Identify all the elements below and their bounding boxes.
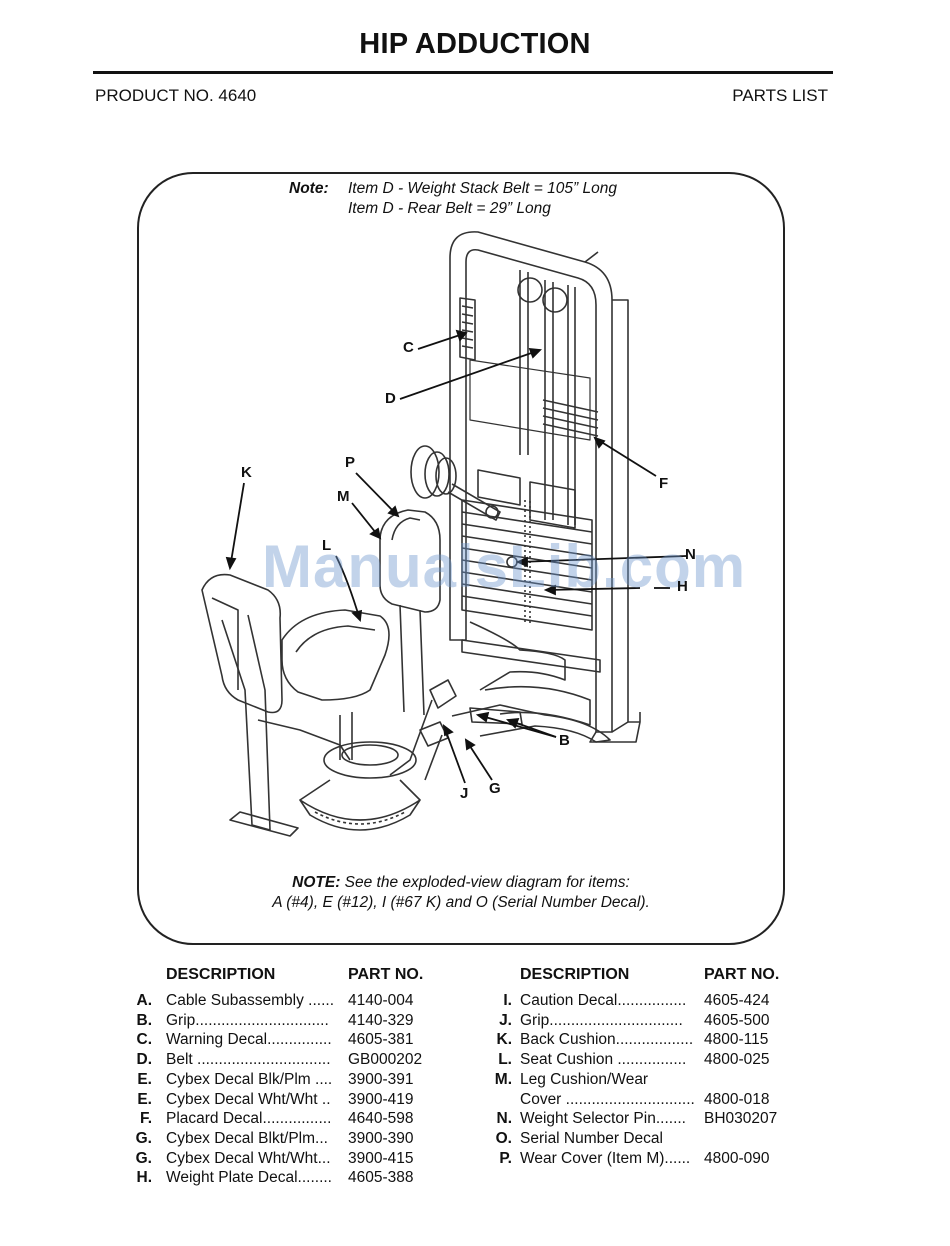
part-description: Back Cushion.................. [520, 1031, 694, 1049]
section-label: PARTS LIST [732, 86, 828, 105]
note-top-label: Note: [289, 180, 329, 197]
part-number: 4605-381 [348, 1031, 414, 1049]
arrow-j [443, 725, 466, 784]
part-letter: B. [136, 1011, 153, 1029]
part-letter: L. [498, 1051, 512, 1069]
part-description: Caution Decal................ [520, 992, 687, 1009]
product-number: PRODUCT NO. 4640 [95, 86, 257, 105]
part-description: Grip............................... [520, 1011, 683, 1029]
part-description: Cover .............................. [520, 1090, 695, 1108]
arrow-k [229, 482, 245, 569]
part-description: Seat Cushion ................ [520, 1051, 687, 1069]
part-description: Serial Number Decal [520, 1129, 663, 1147]
part-number: 4605-424 [704, 992, 770, 1009]
note-bottom: NOTE: See the exploded-view diagram for … [137, 873, 785, 913]
part-letter: E. [137, 1070, 152, 1088]
part-letter: J. [499, 1011, 512, 1029]
arrow-d [399, 349, 541, 400]
part-letter: I. [503, 992, 512, 1009]
callout-k: K [241, 464, 252, 481]
part-number: BH030207 [704, 1110, 778, 1128]
part-description: Belt ............................... [166, 1051, 331, 1069]
callout-l: L [322, 537, 332, 554]
left-col-description-header: DESCRIPTION [166, 966, 276, 983]
callout-p: P [345, 454, 356, 471]
part-description: Cybex Decal Blkt/Plm... [166, 1129, 328, 1147]
part-letter: N. [496, 1110, 513, 1128]
note-top-line2: Item D - Rear Belt = 29” Long [348, 200, 551, 217]
part-letter: C. [136, 1031, 153, 1049]
title-rule [93, 71, 833, 74]
part-description: Weight Selector Pin....... [520, 1110, 686, 1128]
part-description: Cable Subassembly ...... [166, 992, 334, 1009]
part-number: GB000202 [348, 1051, 423, 1069]
part-number: 4640-598 [348, 1110, 414, 1128]
part-description: Warning Decal............... [166, 1031, 332, 1049]
part-description: Weight Plate Decal........ [166, 1169, 332, 1187]
part-number: 3900-390 [348, 1129, 414, 1147]
note-bottom-line2: A (#4), E (#12), I (#67 K) and O (Serial… [272, 894, 650, 911]
arrow-h [545, 587, 641, 591]
callout-f: F [659, 475, 669, 492]
part-number: 4605-388 [348, 1169, 414, 1187]
part-letter: O. [495, 1129, 512, 1147]
part-letter: M. [494, 1070, 512, 1088]
callout-n: N [685, 546, 696, 563]
part-letter: K. [496, 1031, 513, 1049]
part-letter: P. [499, 1149, 512, 1167]
callout-g: G [489, 780, 501, 797]
part-number: 4140-004 [348, 992, 414, 1009]
part-letter: F. [139, 1110, 152, 1128]
part-number: 4800-025 [704, 1051, 770, 1069]
part-number: 3900-391 [348, 1070, 414, 1088]
callout-c: C [403, 339, 414, 356]
page-title: HIP ADDUCTION [359, 28, 591, 60]
arrow-f [594, 437, 657, 477]
note-bottom-line1: See the exploded-view diagram for items: [344, 874, 630, 891]
callout-b: B [559, 732, 570, 749]
part-letter: H. [136, 1169, 153, 1187]
part-description: Cybex Decal Blk/Plm .... [166, 1070, 333, 1088]
part-description: Cybex Decal Wht/Wht .. [166, 1090, 331, 1108]
arrow-p [355, 472, 399, 517]
part-description: Placard Decal................ [166, 1110, 332, 1128]
part-description: Cybex Decal Wht/Wht... [166, 1149, 331, 1167]
tower-frame [449, 231, 613, 733]
part-letter: A. [136, 992, 153, 1009]
callout-m: M [337, 488, 350, 505]
watermark: ManualsLib.com [262, 533, 747, 600]
part-number: 3900-415 [348, 1149, 414, 1167]
callout-j: J [460, 785, 469, 802]
arrow-n [517, 555, 687, 563]
callout-h: H [677, 578, 688, 595]
part-number: 4800-018 [704, 1090, 770, 1108]
part-description: Wear Cover (Item M)...... [520, 1149, 691, 1167]
left-col-partno-header: PART NO. [348, 966, 424, 983]
callout-d: D [385, 390, 396, 407]
part-description: Leg Cushion/Wear [520, 1070, 649, 1088]
part-number: 4605-500 [704, 1011, 770, 1029]
part-description: Grip............................... [166, 1011, 329, 1029]
part-number: 4800-090 [704, 1149, 770, 1167]
part-letter: D. [136, 1051, 153, 1069]
part-number: 3900-419 [348, 1090, 414, 1108]
note-top-line1: Item D - Weight Stack Belt = 105” Long [348, 180, 617, 197]
part-letter: G. [135, 1149, 152, 1167]
part-letter: E. [137, 1090, 152, 1108]
right-col-partno-header: PART NO. [704, 966, 780, 983]
part-letter: G. [135, 1129, 152, 1147]
right-col-description-header: DESCRIPTION [520, 966, 630, 983]
figure-frame [137, 172, 785, 945]
part-number: 4140-329 [348, 1011, 414, 1029]
part-number: 4800-115 [704, 1031, 769, 1049]
note-bottom-label: NOTE: [292, 874, 341, 891]
